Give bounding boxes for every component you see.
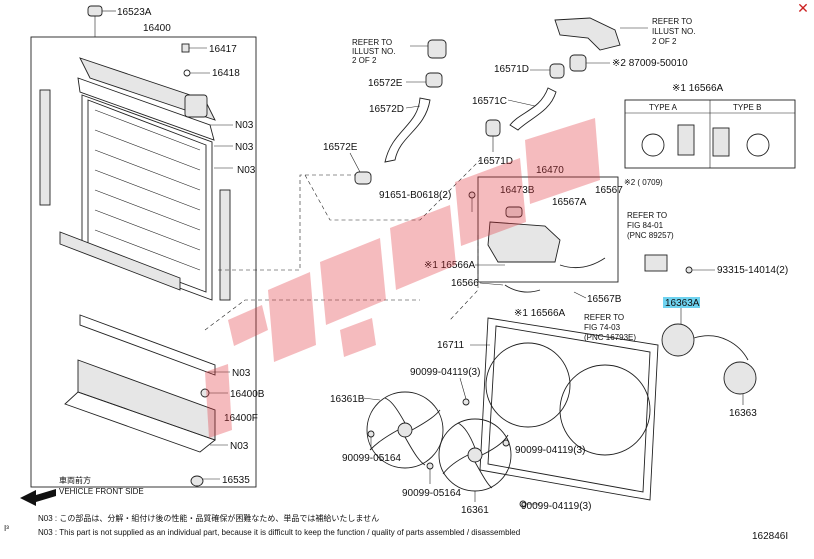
label-16571D-top: 16571D	[494, 64, 529, 75]
refer-text-1b: ILLUST NO.	[352, 47, 395, 56]
label-16567B: 16567B	[587, 294, 622, 305]
water-inlet-part	[554, 17, 648, 51]
label-16470: 16470	[536, 165, 564, 176]
label-16523A: 16523A	[117, 7, 152, 18]
label-16571D-bot: 16571D	[478, 156, 513, 167]
label-type-b: TYPE B	[733, 103, 761, 112]
fan-16361B	[366, 391, 444, 469]
refer-text-4b: FIG 74-03	[584, 323, 621, 332]
drain-plug-16400B	[200, 388, 228, 398]
label-90099-d: 90099-05164	[402, 488, 461, 499]
refer-text-1a: REFER TO	[352, 38, 392, 47]
refer-text-4a: REFER TO	[584, 313, 624, 322]
refer-text-3b: FIG 84-01	[627, 221, 664, 230]
note-japanese: N03 : この部品は、分解・組付け後の性能・品質確保が困難なため、単品では補給…	[38, 513, 379, 523]
label-90099-b: 90099-05164	[342, 453, 401, 464]
label-90099-e: 90099-04119(3)	[521, 501, 591, 512]
label-16711: 16711	[437, 340, 465, 351]
clamp-16571D-2	[530, 63, 565, 79]
document-number: 162846I	[752, 531, 788, 542]
label-n03-3: N03	[237, 165, 256, 176]
radiator-core	[81, 94, 213, 301]
label-91651: 91651-B0618(2)	[379, 190, 451, 201]
label-type-a: TYPE A	[649, 103, 678, 112]
label-16535: 16535	[222, 475, 250, 486]
bolt-90099-a	[459, 377, 470, 406]
note-english: N03 : This part is not supplied as an in…	[38, 528, 520, 537]
label-16566A-hdr: ※1 16566A	[672, 83, 724, 94]
label-16572D: 16572D	[369, 104, 404, 115]
front-arrow-icon	[20, 489, 56, 506]
refer-text-2c: 2 OF 2	[652, 37, 677, 46]
label-16567: 16567	[595, 185, 623, 196]
front-label-jp: 車両前方	[59, 475, 91, 485]
refer-text-3a: REFER TO	[627, 211, 667, 220]
label-16473B: 16473B	[500, 185, 535, 196]
label-16566A-1: ※1 16566A	[424, 260, 476, 271]
note-2-0709: ※2 ( 0709)	[624, 178, 663, 187]
label-16566: 16566	[451, 278, 479, 289]
refer-text-2b: ILLUST NO.	[652, 27, 695, 36]
support-16535	[190, 475, 220, 487]
label-16572E-top: 16572E	[368, 78, 403, 89]
label-16400F: 16400F	[224, 413, 258, 424]
watermark-logo	[205, 118, 600, 438]
label-16361B: 16361B	[330, 394, 365, 405]
radiator-cap-16523A	[87, 5, 116, 37]
reservoir-box	[477, 176, 619, 283]
radiator-lower-tank	[64, 314, 216, 453]
bracket-89257	[644, 254, 715, 274]
front-label-en: VEHICLE FRONT SIDE	[59, 487, 144, 496]
label-16400B: 16400B	[230, 389, 265, 400]
bolt-90099-e	[519, 500, 540, 508]
radiator-side-seals	[39, 89, 231, 301]
bolt-91651	[468, 191, 476, 212]
bolt-90099-d	[426, 462, 434, 484]
radiator-assembly-frame	[30, 36, 257, 488]
radiator-upper-tank	[77, 57, 216, 141]
o-ring-16418	[183, 69, 210, 77]
radiator-hose-16571C	[509, 87, 557, 131]
fan-motor-16363A	[661, 308, 749, 361]
clamp-type-table	[624, 99, 796, 169]
label-16417: 16417	[209, 44, 237, 55]
reservoir-hose-16566	[479, 282, 541, 293]
label-16418: 16418	[212, 68, 240, 79]
radiator-hose-16572D	[384, 97, 431, 163]
label-90099-c: 90099-04119(3)	[515, 445, 585, 456]
label-16363: 16363	[729, 408, 757, 419]
label-16400: 16400	[143, 23, 171, 34]
label-16567A: 16567A	[552, 197, 587, 208]
label-16566A-2: ※1 16566A	[514, 308, 566, 319]
label-16361: 16361	[461, 505, 489, 516]
highlight-16363A	[663, 297, 700, 308]
corner-mark: I³	[4, 524, 9, 533]
label-n03-2: N03	[235, 142, 254, 153]
water-outlet-part	[410, 39, 447, 59]
bolt-90099-b	[367, 430, 375, 450]
label-16571C: 16571C	[472, 96, 507, 107]
label-16363A: 16363A	[665, 298, 700, 309]
refer-text-3c: (PNC 89257)	[627, 231, 674, 240]
label-90099-a: 90099-04119(3)	[410, 367, 480, 378]
hose-clamp-16572E-mid	[354, 171, 372, 185]
hose-clamp-16571D-bot	[485, 119, 501, 152]
close-icon[interactable]: ✕	[797, 1, 809, 17]
label-n03-4: N03	[232, 368, 251, 379]
fan-16361	[438, 418, 512, 492]
fan-shroud-16711	[479, 317, 659, 501]
drain-cock-16417	[181, 43, 207, 53]
label-87009: ※2 87009-50010	[612, 58, 688, 69]
hose-clamp-16571D-top	[569, 54, 610, 72]
fan-motor-16363	[723, 361, 757, 405]
label-n03-1: N03	[235, 120, 254, 131]
hose-clamp-16572E-top	[406, 72, 443, 88]
reservoir-tank	[487, 206, 561, 263]
refer-text-2a: REFER TO	[652, 17, 692, 26]
label-16572E-mid: 16572E	[323, 142, 358, 153]
label-93315: 93315-14014(2)	[717, 265, 788, 276]
refer-text-1c: 2 OF 2	[352, 56, 377, 65]
label-n03-5: N03	[230, 441, 249, 452]
